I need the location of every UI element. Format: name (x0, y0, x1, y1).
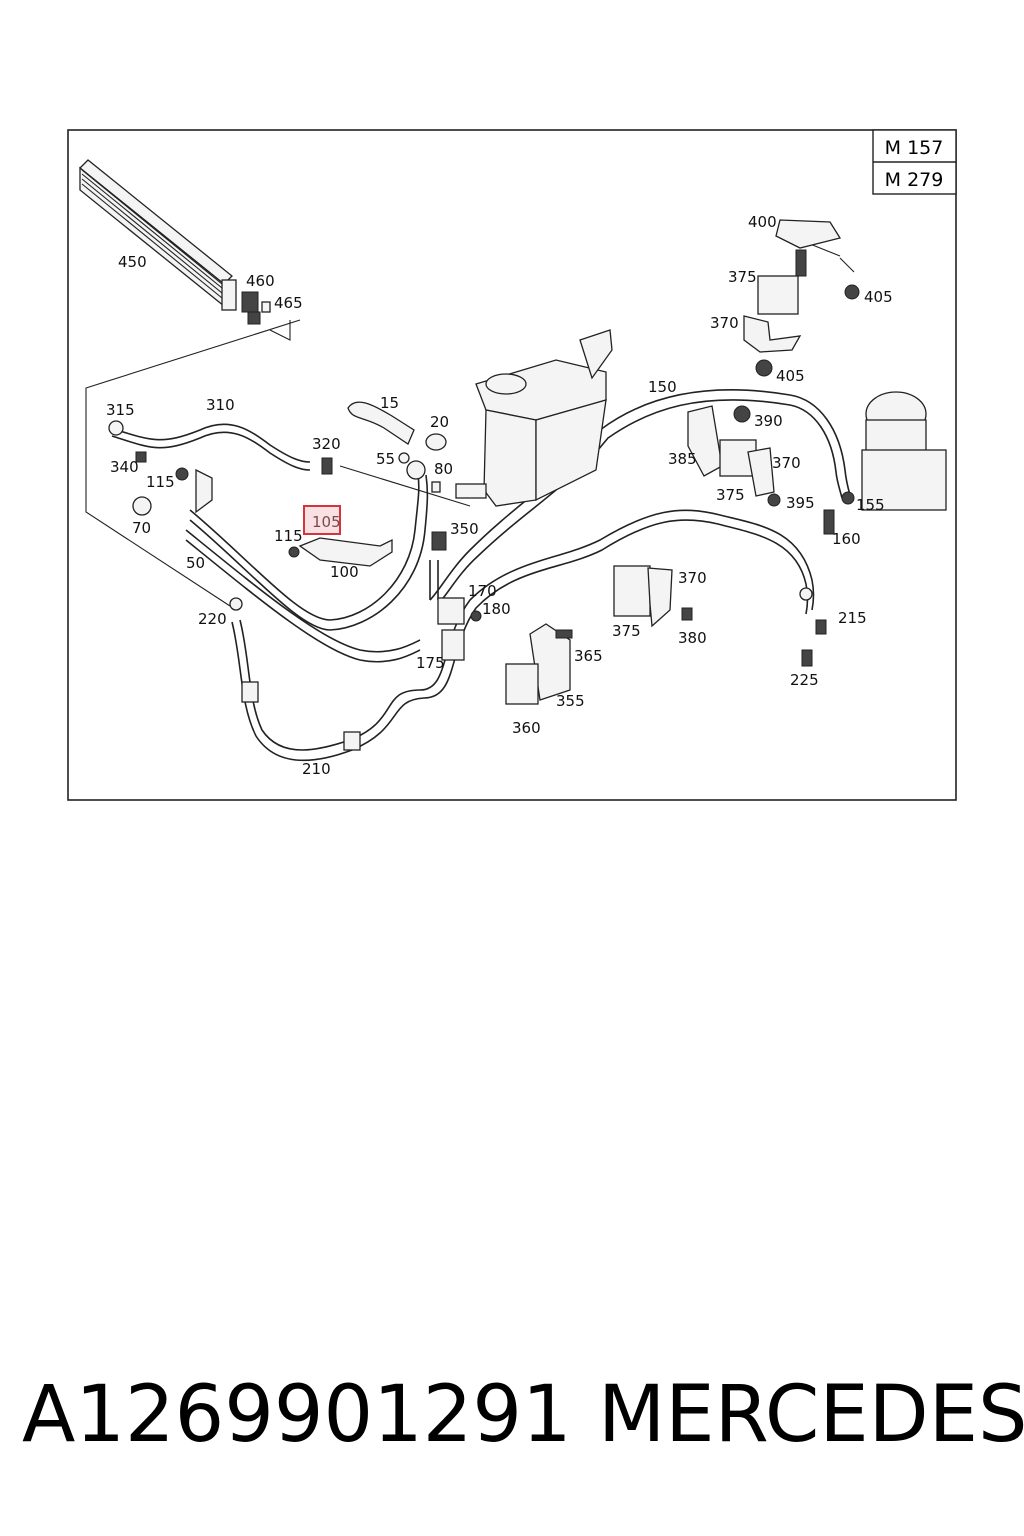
highlight-box (303, 505, 341, 535)
model-label: M 279 (885, 169, 944, 191)
part-label: 460 (246, 272, 275, 290)
part-label: 155 (856, 496, 885, 514)
part-label: 15 (380, 394, 399, 412)
part-label: 350 (450, 520, 479, 538)
part-label: 170 (468, 582, 497, 600)
part-label: 315 (106, 401, 135, 419)
part-label: 115 (146, 473, 175, 491)
part-label: 210 (302, 760, 331, 778)
part-label: 355 (556, 692, 585, 710)
part-label: 380 (678, 629, 707, 647)
part-label: 220 (198, 610, 227, 628)
part-label: 320 (312, 435, 341, 453)
part-label: 225 (790, 671, 819, 689)
part-label: 390 (754, 412, 783, 430)
part-label: 375 (716, 486, 745, 504)
model-box: M 157 M 279 (872, 129, 957, 195)
part-caption: A1269901291 MERCEDES (0, 1370, 1024, 1480)
part-label: 115 (274, 527, 303, 545)
part-label: 70 (132, 519, 151, 537)
part-label: 175 (416, 654, 445, 672)
small-parts (108, 401, 482, 751)
part-label: 215 (838, 609, 867, 627)
part-label: 340 (110, 458, 139, 476)
part-number: A1269901291 (22, 1370, 572, 1460)
brand-name: MERCEDES (598, 1370, 1024, 1460)
part-label: 465 (274, 294, 303, 312)
part-label: 310 (206, 396, 235, 414)
part-label: 450 (118, 253, 147, 271)
part-label: 405 (864, 288, 893, 306)
part-label: 370 (710, 314, 739, 332)
part-label: 370 (772, 454, 801, 472)
part-label: 360 (512, 719, 541, 737)
pump-assembly (505, 219, 947, 705)
part-labels: 450 460 465 315 310 15 20 320 55 80 340 … (106, 213, 893, 778)
part-label: 100 (330, 563, 359, 581)
part-label: 80 (434, 460, 453, 478)
part-label-highlighted: 105 (312, 513, 341, 531)
hose-lines (109, 389, 851, 762)
oil-cooler (79, 159, 271, 325)
part-label: 370 (678, 569, 707, 587)
part-label: 160 (832, 530, 861, 548)
part-label: 405 (776, 367, 805, 385)
part-label: 395 (786, 494, 815, 512)
part-label: 385 (668, 450, 697, 468)
part-label: 375 (612, 622, 641, 640)
part-label: 150 (648, 378, 677, 396)
part-label: 400 (748, 213, 777, 231)
part-label: 365 (574, 647, 603, 665)
part-label: 55 (376, 450, 395, 468)
part-label: 20 (430, 413, 449, 431)
part-label: 50 (186, 554, 205, 572)
model-label: M 157 (885, 137, 944, 159)
part-label: 180 (482, 600, 511, 618)
fluid-reservoir (455, 329, 613, 507)
part-label: 375 (728, 268, 757, 286)
